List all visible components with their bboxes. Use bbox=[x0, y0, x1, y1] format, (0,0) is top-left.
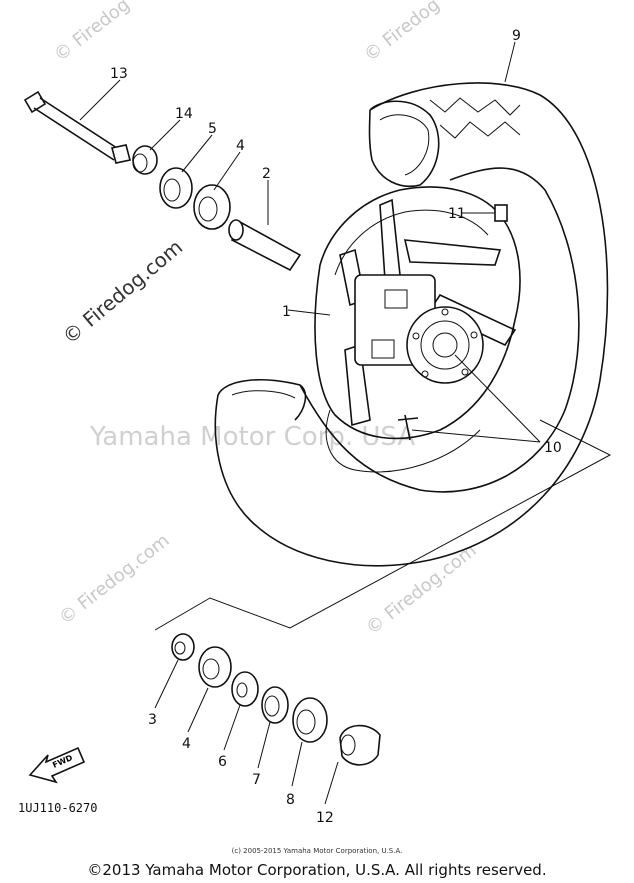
bearing-upper bbox=[193, 184, 231, 230]
watermark-yamaha: Yamaha Motor Corp. USA bbox=[89, 422, 415, 452]
watermark-firedog-3: © Firedog.com bbox=[58, 235, 187, 349]
spacer bbox=[228, 219, 302, 272]
callout-4-lower: 4 bbox=[182, 736, 191, 752]
callout-3: 3 bbox=[148, 712, 157, 728]
callout-6: 6 bbox=[218, 754, 227, 770]
fwd-arrow: FWD bbox=[28, 746, 86, 784]
lower-parts bbox=[171, 633, 381, 766]
collar bbox=[132, 145, 158, 175]
callout-12: 12 bbox=[316, 810, 334, 826]
watermark-firedog-1: © Firedog bbox=[50, 0, 134, 66]
callout-13: 13 bbox=[110, 66, 128, 82]
watermark-firedog-4: © Firedog.com bbox=[55, 530, 173, 629]
callout-9: 9 bbox=[512, 28, 521, 44]
part-code: 1UJ110-6270 bbox=[18, 801, 97, 815]
axle bbox=[23, 90, 131, 164]
callout-10: 10 bbox=[544, 440, 562, 456]
footer-copyright: ©2013 Yamaha Motor Corporation, U.S.A. A… bbox=[87, 861, 547, 879]
footer: (c) 2005-2015 Yamaha Motor Corporation, … bbox=[0, 843, 634, 883]
leader-lines bbox=[79, 41, 541, 805]
tire bbox=[214, 82, 609, 567]
callouts: 13 14 5 4 2 9 1 11 10 3 4 6 7 8 12 bbox=[110, 28, 562, 826]
callout-2: 2 bbox=[262, 166, 271, 182]
callout-5: 5 bbox=[208, 121, 217, 137]
watermark-firedog-5: © Firedog.com bbox=[362, 540, 480, 639]
callout-7: 7 bbox=[252, 772, 261, 788]
callout-8: 8 bbox=[286, 792, 295, 808]
callout-11: 11 bbox=[448, 206, 466, 222]
callout-1: 1 bbox=[282, 304, 291, 320]
footer-small-copyright: (c) 2005-2015 Yamaha Motor Corporation, … bbox=[231, 847, 403, 855]
callout-14: 14 bbox=[175, 106, 193, 122]
callout-4-upper: 4 bbox=[236, 138, 245, 154]
watermark-firedog-2: © Firedog bbox=[360, 0, 444, 66]
oil-seal bbox=[159, 167, 193, 209]
